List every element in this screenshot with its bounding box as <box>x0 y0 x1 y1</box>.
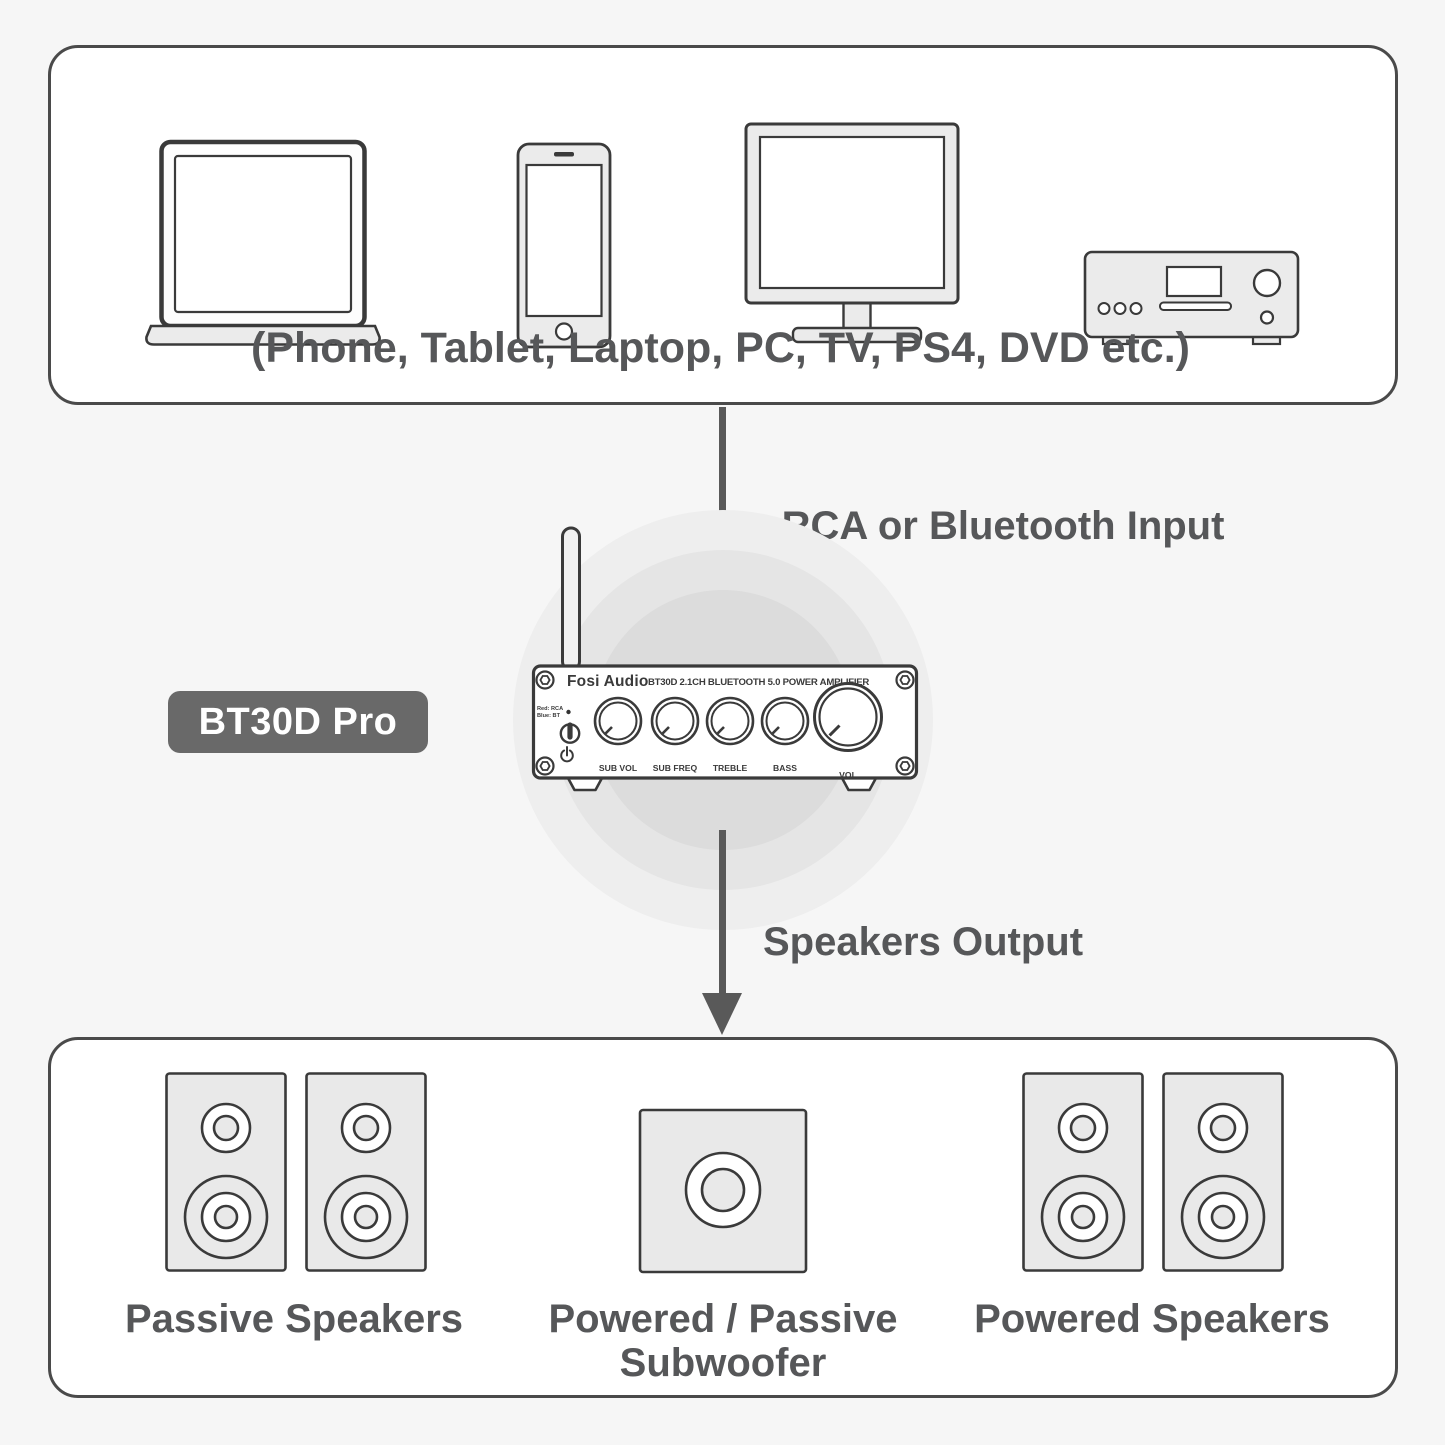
dvd-button <box>1097 302 1111 315</box>
subwoofer-label-line2: Subwoofer <box>619 1341 827 1385</box>
passive-speaker-icon <box>305 1072 427 1272</box>
passive-speaker-icon <box>165 1072 287 1272</box>
power-icon <box>560 746 574 763</box>
output-flow-label: Speakers Output <box>762 920 1084 964</box>
corner-screw-icon <box>895 756 915 776</box>
knob-sub-freq: SUB FREQ <box>650 696 700 773</box>
dvd-knob <box>1252 268 1282 298</box>
source-devices-label: (Phone, Tablet, Laptop, PC, TV, PS4, DVD… <box>251 324 1190 372</box>
phone-icon <box>516 142 612 349</box>
amp-foot-left <box>566 777 604 792</box>
monitor-stand <box>791 326 923 344</box>
laptop-icon <box>145 139 381 346</box>
subwoofer-label-line1: Powered / Passive <box>548 1297 898 1341</box>
corner-screw-icon <box>535 756 555 776</box>
dvd-small-button <box>1259 310 1275 325</box>
dvd-disc-tray <box>1159 301 1232 311</box>
dvd-button <box>1129 302 1143 315</box>
amp-brand-logo: Fosi Audio <box>567 673 649 690</box>
knob-label-sub-freq: SUB FREQ <box>653 763 698 773</box>
monitor-icon <box>744 122 960 344</box>
dvd-player-icon <box>1083 250 1300 346</box>
output-arrow-line <box>718 830 726 993</box>
output-arrow-head <box>702 993 742 1035</box>
powered-speaker-icon <box>1022 1072 1144 1272</box>
amplifier-illustration: Fosi Audio BT30D 2.1CH BLUETOOTH 5.0 POW… <box>531 526 919 792</box>
knob-sub-vol: SUB VOL <box>593 696 643 773</box>
powered-speaker-icon <box>1162 1072 1284 1272</box>
phone-earpiece <box>554 152 574 157</box>
dvd-button <box>1113 302 1127 315</box>
passive-speakers-label: Passive Speakers <box>124 1297 464 1341</box>
knob-label-bass: BASS <box>773 763 797 773</box>
toggle-switch-icon <box>559 722 581 744</box>
phone-screen <box>525 163 603 318</box>
knob-label-treble: TREBLE <box>713 763 748 773</box>
phone-home-button <box>554 322 574 341</box>
monitor-screen <box>758 135 946 290</box>
led-legend-line1: Red: RCA <box>537 706 563 712</box>
powered-speakers-label: Powered Speakers <box>974 1297 1330 1341</box>
bluetooth-antenna-icon <box>561 526 581 672</box>
led-legend-line2: Blue: BT <box>537 713 561 719</box>
laptop-screen <box>173 154 353 314</box>
knob-bass: BASS <box>760 696 810 773</box>
knob-treble: TREBLE <box>705 696 755 773</box>
amp-panel-title: BT30D 2.1CH BLUETOOTH 5.0 POWER AMPLIFIE… <box>648 677 869 688</box>
amp-foot-right <box>840 777 878 792</box>
corner-screw-icon <box>535 670 555 690</box>
knob-label-sub-vol: SUB VOL <box>599 763 637 773</box>
dvd-display <box>1165 265 1223 298</box>
knob-volume: VOL <box>813 682 883 780</box>
knob-label-volume: VOL <box>839 770 857 780</box>
model-badge: BT30D Pro <box>168 691 428 753</box>
corner-screw-icon <box>895 670 915 690</box>
subwoofer-icon <box>638 1108 808 1274</box>
input-arrow-line <box>718 407 726 559</box>
subwoofer-label: Powered / Passive Subwoofer <box>548 1297 897 1385</box>
input-flow-label: RCA or Bluetooth Input <box>781 504 1225 548</box>
laptop-base <box>145 324 381 346</box>
led-indicator <box>566 709 571 715</box>
